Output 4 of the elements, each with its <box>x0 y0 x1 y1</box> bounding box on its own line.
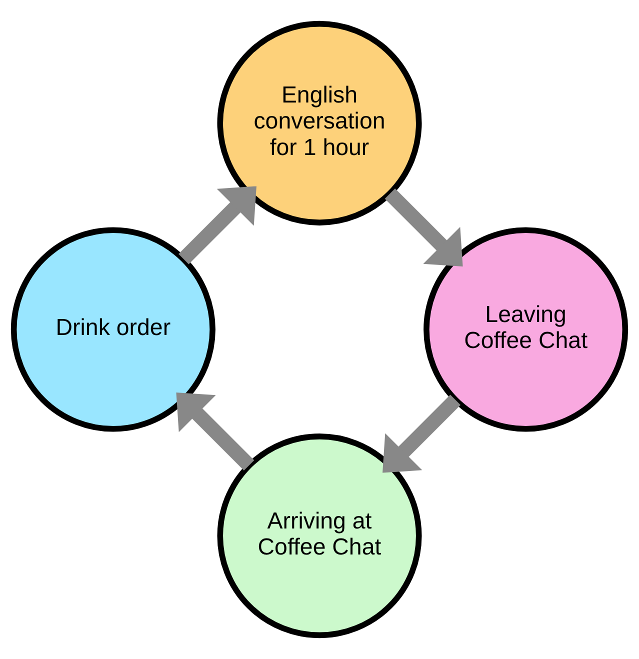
arrow <box>382 394 461 473</box>
arrow <box>178 186 256 264</box>
arrow <box>384 188 463 266</box>
arrow <box>176 392 254 470</box>
